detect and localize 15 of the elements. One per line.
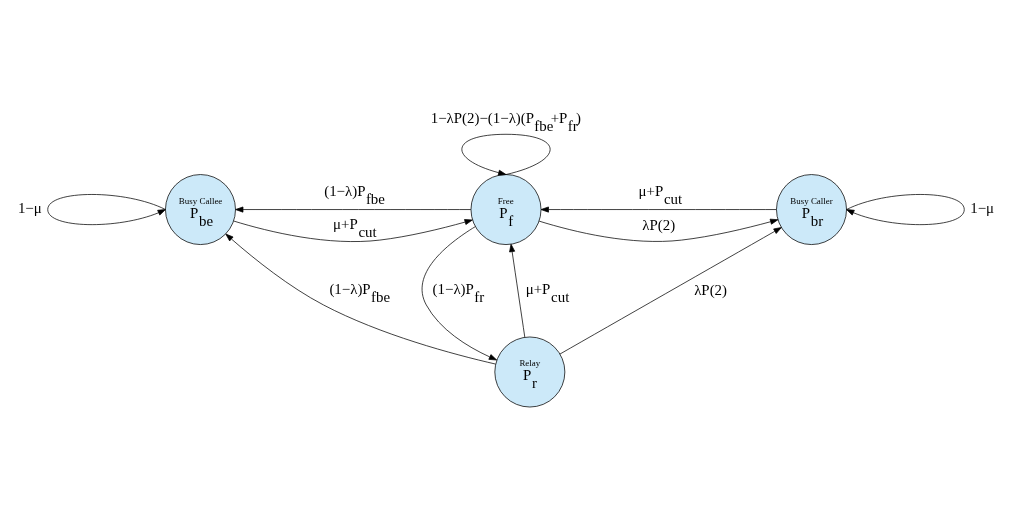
arrow (559, 227, 782, 355)
edge-label: 1−μ (17, 200, 42, 217)
arrow (540, 206, 777, 213)
arrow (461, 133, 551, 176)
arrow (235, 206, 472, 213)
arrow (538, 218, 779, 242)
edge-label: λP(2) (642, 216, 676, 233)
arrow (233, 219, 473, 242)
edge-label: 1−μ (970, 200, 995, 217)
edge-label: λP(2) (694, 281, 728, 298)
arrow (421, 226, 498, 361)
arrow (846, 194, 965, 225)
arrow (47, 194, 166, 225)
arrow (225, 233, 496, 365)
arrow (509, 243, 526, 338)
